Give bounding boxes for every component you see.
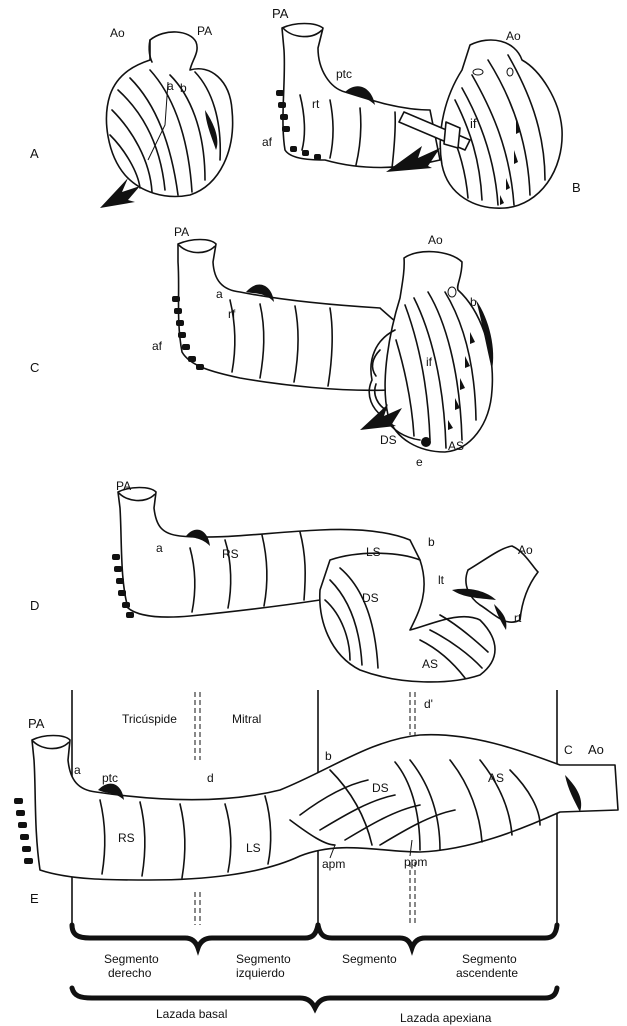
label-c-ds: DS [380, 433, 397, 447]
column-mitral: Mitral [232, 712, 261, 726]
label-b-ptc: ptc [336, 67, 352, 81]
label-c-e: e [416, 455, 423, 469]
label-e-ao: Ao [588, 742, 604, 757]
loop-basal: Lazada basal [156, 1007, 227, 1021]
panel-label-d: D [30, 598, 39, 613]
panel-c-unfolding [172, 240, 493, 453]
label-e-apm: apm [322, 857, 345, 871]
segment-left-line1: Segmento [236, 952, 291, 966]
panel-label-e: E [30, 891, 39, 906]
label-d-ls: LS [366, 545, 381, 559]
label-e-rs: RS [118, 831, 135, 845]
label-c-pa: PA [174, 225, 189, 239]
label-b-pa: PA [272, 6, 289, 21]
label-c-as: AS [448, 439, 464, 453]
segment-ascending-line1: Segmento [462, 952, 517, 966]
label-c-af: af [152, 339, 163, 353]
label-d-pa: PA [116, 479, 131, 493]
label-e-ptc: ptc [102, 771, 118, 785]
label-d-ds: DS [362, 591, 379, 605]
label-d-as: AS [422, 657, 438, 671]
label-b-af: af [262, 135, 273, 149]
label-c-rf: rf [228, 307, 236, 321]
segment-ascending-line2: ascendente [456, 966, 518, 980]
label-e-as: AS [488, 771, 504, 785]
segment-descending-line1: Segmento [342, 952, 397, 966]
label-d-rt: rt [514, 611, 522, 625]
label-c-b: b [470, 295, 477, 309]
segment-right-line2: derecho [108, 966, 152, 980]
label-e-c: C [564, 743, 573, 757]
panel-label-a: A [30, 146, 39, 161]
label-b-ao: Ao [506, 29, 521, 43]
label-d-a: a [156, 541, 163, 555]
label-e-b: b [325, 749, 332, 763]
label-a-ao: Ao [110, 26, 125, 40]
panel-label-b: B [572, 180, 581, 195]
panel-a-heart [100, 32, 233, 208]
label-d-lt: lt [438, 573, 445, 587]
label-d-b: b [428, 535, 435, 549]
label-d-ao: Ao [518, 543, 533, 557]
segment-left-line2: izquierdo [236, 966, 285, 980]
label-e-ds: DS [372, 781, 389, 795]
label-d-rs: RS [222, 547, 239, 561]
label-e-d: d [207, 771, 214, 785]
label-c-if: if [426, 355, 433, 369]
panel-d-unfolding [112, 488, 538, 682]
column-tricuspid: Tricúspide [122, 712, 177, 726]
segment-right-line1: Segmento [104, 952, 159, 966]
label-a-a: a [167, 79, 174, 93]
loop-apical: Lazada apexiana [400, 1011, 492, 1025]
label-e-a: a [74, 763, 81, 777]
label-e-ls: LS [246, 841, 261, 855]
label-c-ao: Ao [428, 233, 443, 247]
label-b-if: if [470, 116, 477, 131]
label-c-a: a [216, 287, 223, 301]
label-e-pa: PA [28, 716, 45, 731]
panel-label-c: C [30, 360, 39, 375]
label-a-pa: PA [197, 24, 212, 38]
panel-b-unfolding [276, 24, 562, 209]
label-e-dprime: d' [424, 697, 433, 711]
label-a-b: b [180, 81, 187, 95]
label-e-ppm: ppm [404, 855, 427, 869]
label-b-rt: rt [312, 97, 320, 111]
